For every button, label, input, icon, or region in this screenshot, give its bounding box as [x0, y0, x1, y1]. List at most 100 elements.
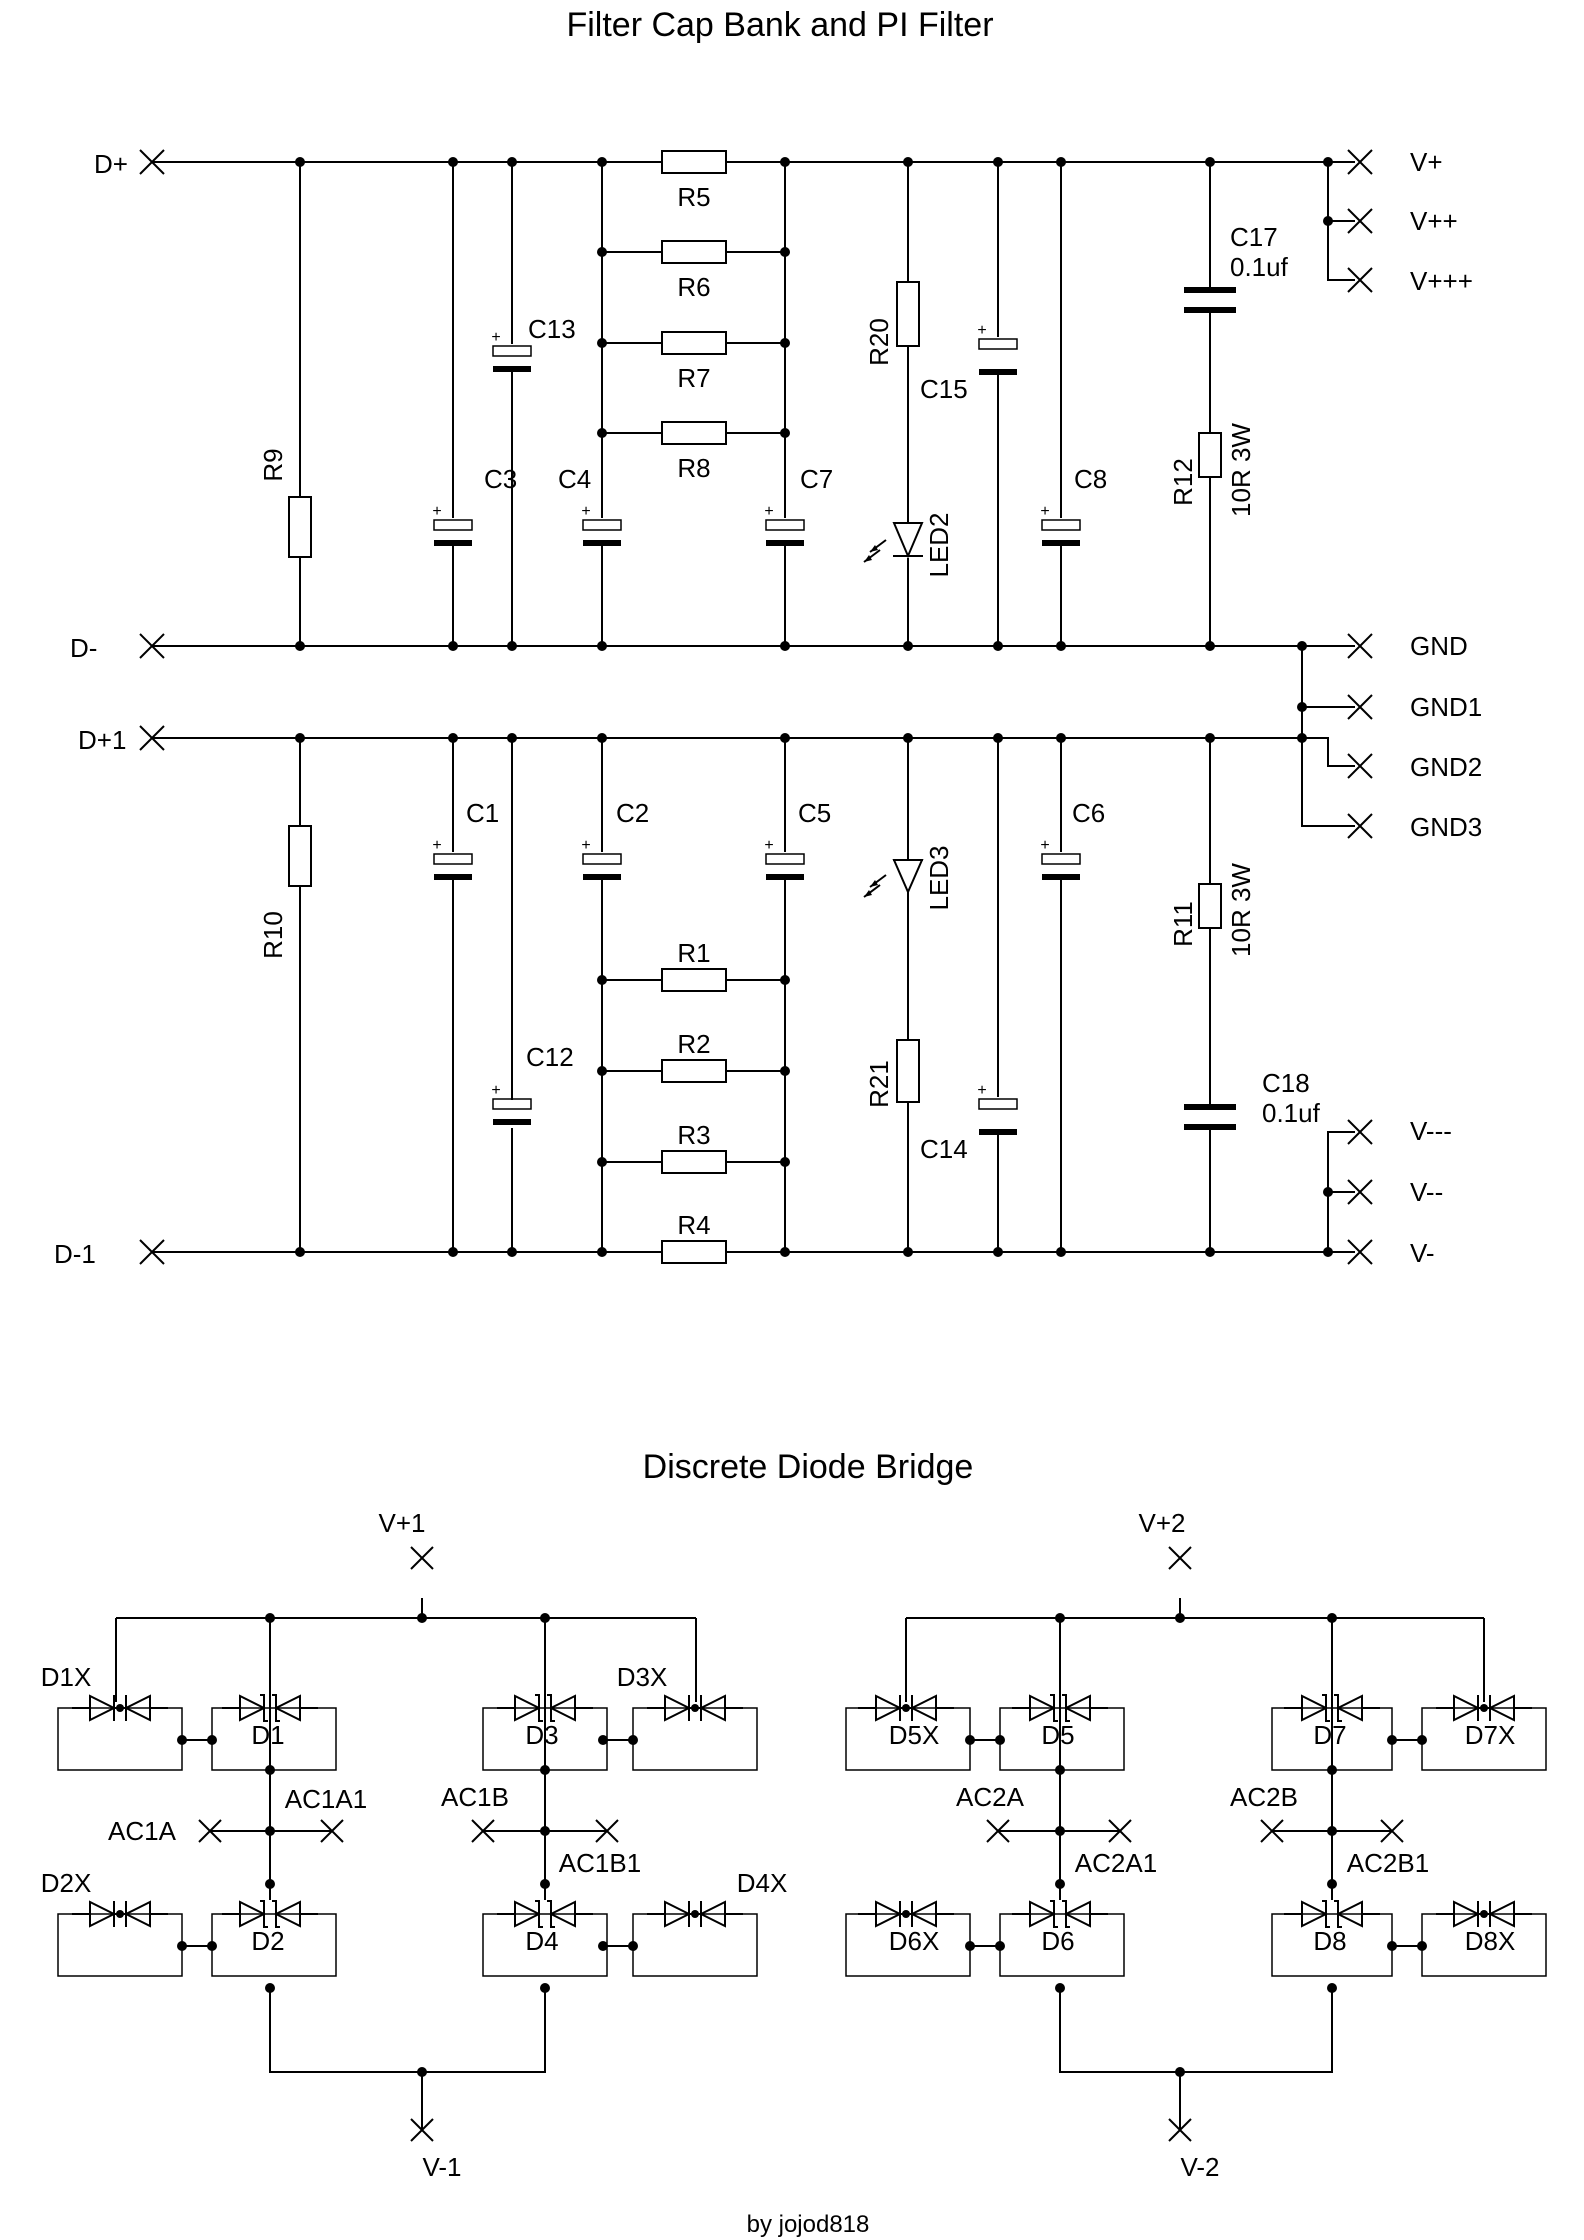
- svg-text:D5X: D5X: [889, 1720, 940, 1750]
- svg-text:AC1B: AC1B: [441, 1782, 509, 1812]
- svg-text:C15: C15: [920, 374, 968, 404]
- resistor-r20: R20: [864, 281, 920, 366]
- filter-title: Filter Cap Bank and PI Filter: [566, 6, 993, 44]
- capacitor-c8: +C8: [1040, 464, 1107, 546]
- svg-text:10R 3W: 10R 3W: [1226, 423, 1256, 517]
- svg-text:C2: C2: [616, 798, 649, 828]
- terminal-d-minus1: D-1: [54, 1239, 165, 1269]
- bridge-left: V+1 V-1 D1 D1X D2 D2X D3 D3X D4 D4X AC1A…: [41, 1508, 788, 2182]
- terminal-v-plus: V+: [1347, 147, 1443, 177]
- svg-text:+: +: [764, 503, 773, 520]
- svg-text:R1: R1: [677, 938, 710, 968]
- svg-text:AC2B1: AC2B1: [1347, 1848, 1429, 1878]
- svg-text:+: +: [764, 837, 773, 854]
- resistor-r4: R4: [661, 1210, 727, 1264]
- terminal-v-minus3: V---: [1347, 1116, 1452, 1146]
- svg-text:C7: C7: [800, 464, 833, 494]
- svg-text:V-: V-: [1410, 1238, 1435, 1268]
- svg-text:+: +: [1040, 837, 1049, 854]
- svg-text:R3: R3: [677, 1120, 710, 1150]
- svg-text:R20: R20: [864, 318, 894, 366]
- resistor-r12: R12 10R 3W: [1168, 423, 1256, 517]
- resistor-r5: R5: [661, 150, 727, 212]
- svg-text:C13: C13: [528, 314, 576, 344]
- resistor-r3: R3: [661, 1120, 727, 1174]
- resistor-r9: R9: [258, 448, 312, 558]
- svg-text:D+1: D+1: [78, 725, 126, 755]
- svg-text:D+: D+: [94, 149, 128, 179]
- svg-text:D3X: D3X: [617, 1662, 668, 1692]
- svg-text:D1X: D1X: [41, 1662, 92, 1692]
- svg-text:D3: D3: [525, 1720, 558, 1750]
- svg-text:V+++: V+++: [1410, 266, 1473, 296]
- resistor-r21: R21: [864, 1039, 920, 1108]
- svg-text:R11: R11: [1168, 901, 1198, 947]
- svg-text:V++: V++: [1410, 206, 1458, 236]
- svg-text:D4X: D4X: [737, 1868, 788, 1898]
- top-shunt-wires: [299, 162, 1211, 646]
- terminal-d-minus: D-: [70, 633, 165, 663]
- svg-text:0.1uf: 0.1uf: [1230, 252, 1289, 282]
- resistor-r7: R7: [661, 331, 727, 393]
- svg-text:R9: R9: [258, 448, 288, 481]
- resistor-r11: R11 10R 3W: [1168, 863, 1256, 957]
- svg-text:D2: D2: [251, 1926, 284, 1956]
- svg-text:C17: C17: [1230, 222, 1278, 252]
- svg-text:+: +: [581, 837, 590, 854]
- capacitor-c4: +C4: [558, 464, 622, 546]
- led-led3: LED3: [863, 845, 954, 911]
- svg-text:+: +: [432, 837, 441, 854]
- credit-text: by jojod818: [747, 2211, 870, 2238]
- svg-text:D5: D5: [1041, 1720, 1074, 1750]
- resistor-r10: R10: [258, 825, 312, 959]
- svg-text:V-2: V-2: [1180, 2152, 1219, 2182]
- svg-text:AC2B: AC2B: [1230, 1782, 1298, 1812]
- bridge-right: V+2 V-2 D5 D5X D6 D6X D7 D7X D8 D8X AC2A…: [845, 1508, 1547, 2182]
- resistor-r2: R2: [661, 1029, 727, 1083]
- svg-text:AC1A1: AC1A1: [285, 1784, 367, 1814]
- svg-text:V--: V--: [1410, 1177, 1443, 1207]
- resistor-r6: R6: [661, 240, 727, 302]
- svg-text:V+2: V+2: [1139, 1508, 1186, 1538]
- svg-text:C18: C18: [1262, 1068, 1310, 1098]
- svg-text:R10: R10: [258, 911, 288, 959]
- svg-text:GND2: GND2: [1410, 752, 1482, 782]
- svg-text:R21: R21: [864, 1060, 894, 1108]
- svg-text:GND: GND: [1410, 631, 1468, 661]
- svg-text:+: +: [977, 322, 986, 339]
- capacitor-c7: + C7: [764, 464, 833, 546]
- svg-text:GND1: GND1: [1410, 692, 1482, 722]
- terminal-gnd1: GND1: [1347, 692, 1482, 722]
- capacitor-c13: + C13: [491, 314, 576, 372]
- svg-text:GND3: GND3: [1410, 812, 1482, 842]
- svg-text:V+1: V+1: [379, 1508, 426, 1538]
- svg-text:AC2A1: AC2A1: [1075, 1848, 1157, 1878]
- svg-text:D2X: D2X: [41, 1868, 92, 1898]
- svg-text:+: +: [432, 503, 441, 520]
- svg-text:D6X: D6X: [889, 1926, 940, 1956]
- svg-text:0.1uf: 0.1uf: [1262, 1098, 1321, 1128]
- svg-text:D4: D4: [525, 1926, 558, 1956]
- rail-wires: [152, 161, 1355, 1253]
- svg-text:C12: C12: [526, 1042, 574, 1072]
- svg-text:LED2: LED2: [924, 512, 954, 577]
- terminal-gnd: GND: [1347, 631, 1468, 661]
- terminal-v-minus: V-: [1347, 1238, 1435, 1268]
- svg-text:C1: C1: [466, 798, 499, 828]
- svg-text:V---: V---: [1410, 1116, 1452, 1146]
- svg-text:+: +: [491, 329, 500, 346]
- svg-text:C3: C3: [484, 464, 517, 494]
- bridge-title: Discrete Diode Bridge: [643, 1448, 974, 1486]
- svg-text:C6: C6: [1072, 798, 1105, 828]
- svg-text:AC2A: AC2A: [956, 1782, 1025, 1812]
- svg-text:D8X: D8X: [1465, 1926, 1516, 1956]
- svg-text:D-1: D-1: [54, 1239, 96, 1269]
- led-led2: LED2: [863, 512, 954, 578]
- svg-text:10R 3W: 10R 3W: [1226, 863, 1256, 957]
- svg-text:AC1A: AC1A: [108, 1816, 177, 1846]
- svg-text:LED3: LED3: [924, 845, 954, 910]
- junction-dots: [295, 157, 1333, 1257]
- terminal-v-plus2: V++: [1347, 206, 1458, 236]
- svg-text:R5: R5: [677, 182, 710, 212]
